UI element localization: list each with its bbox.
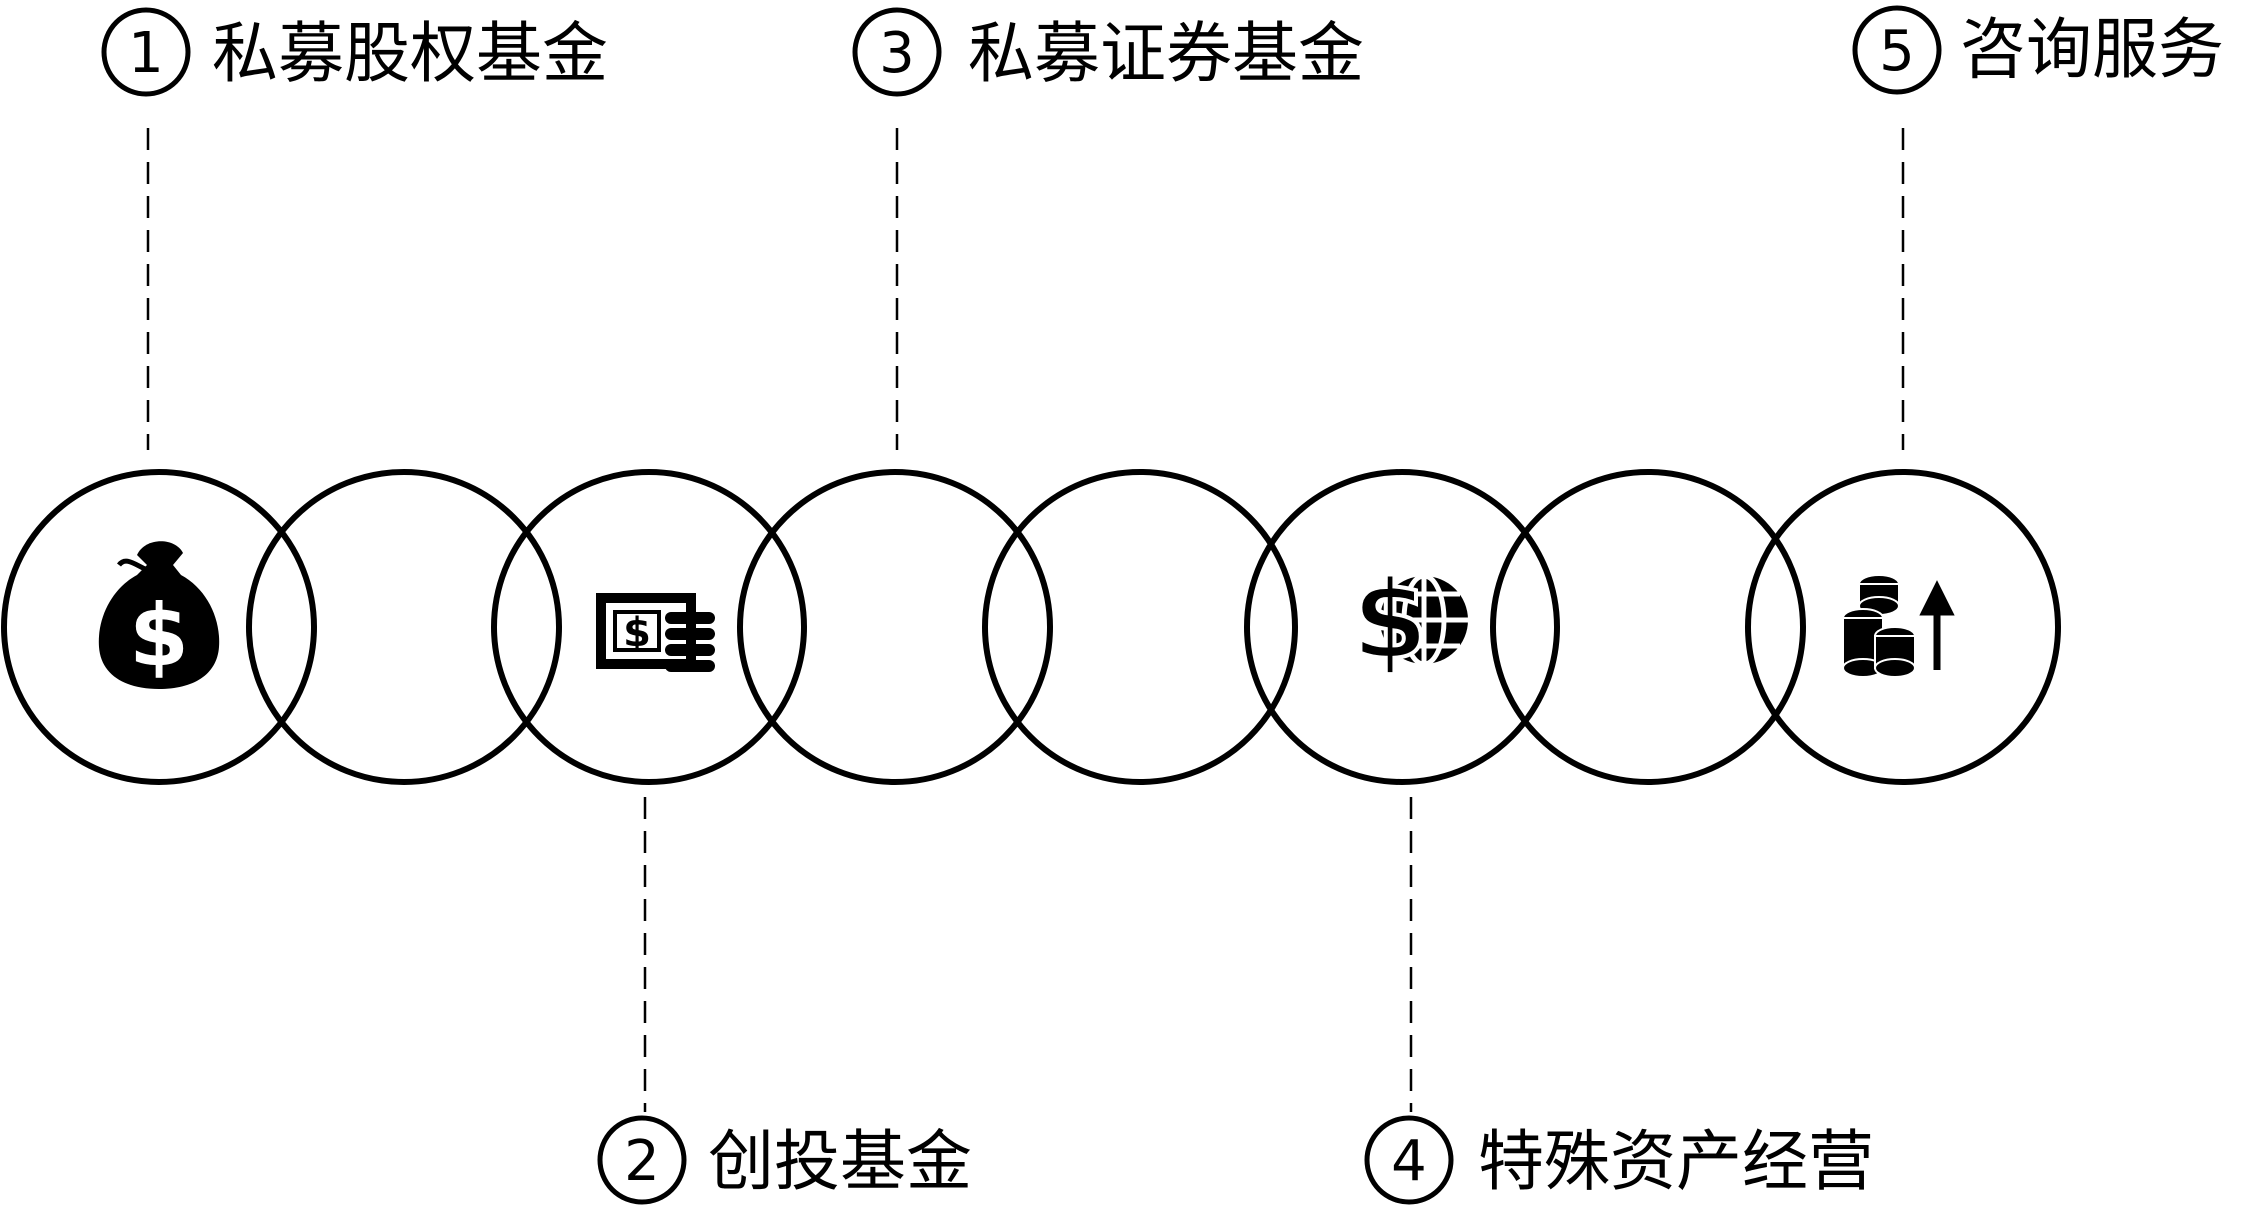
svg-text:$: $ <box>1352 556 1429 684</box>
number-1: 1 <box>128 21 164 86</box>
number-4: 4 <box>1391 1129 1427 1194</box>
check-cash-icon: $ <box>596 593 715 672</box>
ring-connector-1 <box>246 469 562 785</box>
svg-text:$: $ <box>129 586 189 686</box>
label-2: 2 创投基金 <box>597 1115 972 1205</box>
number-badge-5 <box>1852 5 1942 95</box>
label-text-1: 私募股权基金 <box>212 15 608 92</box>
number-3: 3 <box>879 21 915 86</box>
ring-2 <box>491 469 807 785</box>
dollar-globe-icon: $ <box>1350 554 1468 686</box>
number-badge-2 <box>597 1115 687 1205</box>
number-badge-4 <box>1364 1115 1454 1205</box>
svg-text:$: $ <box>623 610 651 656</box>
number-5: 5 <box>1879 19 1915 84</box>
label-1: 1 私募股权基金 <box>101 7 608 97</box>
label-5: 5 咨询服务 <box>1852 5 2224 95</box>
label-text-3: 私募证券基金 <box>968 15 1364 92</box>
label-4: 4 特殊资产经营 <box>1364 1115 1874 1205</box>
label-text-5: 咨询服务 <box>1960 11 2224 88</box>
coin-stacks-growth-icon <box>1842 574 1955 678</box>
label-text-4: 特殊资产经营 <box>1478 1123 1874 1200</box>
money-bag-icon: $ <box>98 541 220 689</box>
number-badge-1 <box>101 7 191 97</box>
ring-4 <box>1244 469 1560 785</box>
ring-5 <box>1745 469 2061 785</box>
ring-1 <box>1 469 317 785</box>
number-2: 2 <box>624 1129 660 1194</box>
leader-lines <box>146 128 1905 1112</box>
label-text-2: 创投基金 <box>708 1123 972 1200</box>
ring-connector-3 <box>1490 469 1806 785</box>
ring-3 <box>982 469 1298 785</box>
label-3: 3 私募证券基金 <box>852 7 1364 97</box>
number-badge-3 <box>852 7 942 97</box>
ring-chain <box>1 469 2061 785</box>
ring-connector-2 <box>737 469 1053 785</box>
